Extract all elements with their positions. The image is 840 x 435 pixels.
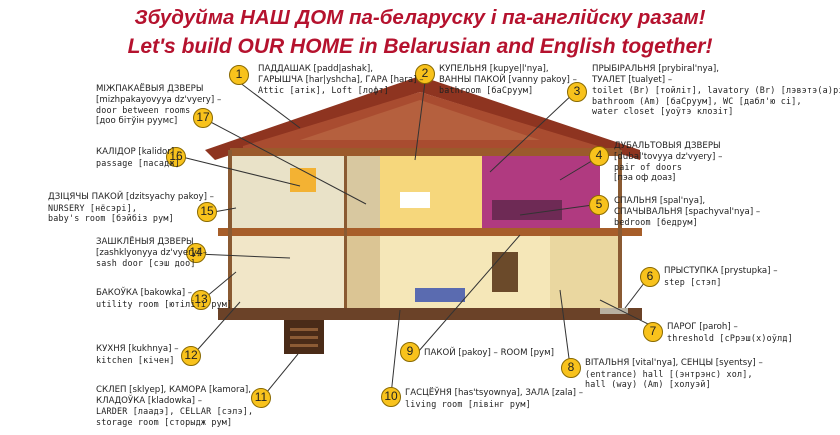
label-living-room: ГАСЦЁЎНЯ [has'tsyownya], ЗАЛА [zala] – l… <box>405 388 583 409</box>
hall-room <box>344 236 380 308</box>
label-bathroom: КУПЕЛЬНЯ [kupye|l'nya], ВАННЫ ПАКОЙ [van… <box>439 64 577 96</box>
bathroom-room <box>380 156 482 228</box>
label-door-between-rooms: МІЖПАКАЁВЫЯ ДЗВЕРЫ [mizhpakayovyya dz'vy… <box>96 84 222 126</box>
badge-14: 14 <box>186 243 206 263</box>
attic-floor <box>230 148 620 156</box>
label-step: ПРЫСТУПКА [prystupka] – step [стэп] <box>664 266 778 287</box>
title-english: Let's build OUR HOME in Belarusian and E… <box>127 35 713 58</box>
badge-1: 1 <box>229 65 249 85</box>
badge-3: 3 <box>567 82 587 102</box>
label-pair-of-doors: ДУБАЛЬТОВЫЯ ДЗВЕРЫ [dubal'tovyya dz'vyer… <box>614 141 723 183</box>
nursery-room <box>232 156 344 228</box>
badge-4: 4 <box>589 146 609 166</box>
label-cellar: СКЛЕП [sklyep], КАМОРА [kamora], КЛАДОЎК… <box>96 385 254 427</box>
badge-10: 10 <box>381 387 401 407</box>
house-base <box>218 308 642 320</box>
badge-11: 11 <box>251 388 271 408</box>
label-utility-room: БАКОЎКА [bakowka] – utility room [ютіліт… <box>96 288 233 309</box>
label-attic: ПАДДАШАК [padd|ashak], ГАРЫШЧА [har|yshc… <box>258 64 424 96</box>
label-hall: ВІТАЛЬНЯ [vital'nya], СЕНЦЫ [syentsy] – … <box>585 358 763 390</box>
badge-5: 5 <box>589 195 609 215</box>
badge-8: 8 <box>561 358 581 378</box>
label-threshold: ПАРОГ [paroh] – threshold [сPрэш(х)оўлд] <box>667 322 793 343</box>
label-toilet: ПРЫБІРАЛЬНЯ [prybiral'nya], ТУАЛЕТ [tual… <box>592 64 840 117</box>
badge-9: 9 <box>400 342 420 362</box>
badge-13: 13 <box>191 290 211 310</box>
floor-beam <box>218 228 642 236</box>
badge-12: 12 <box>181 346 201 366</box>
entrance-step <box>600 308 628 314</box>
badge-6: 6 <box>640 267 660 287</box>
label-kitchen: КУХНЯ [kukhnya] – kitchen [кічен] <box>96 344 179 365</box>
passage-room <box>344 156 380 228</box>
kitchen-room <box>232 236 344 308</box>
badge-17: 17 <box>193 108 213 128</box>
badge-7: 7 <box>643 322 663 342</box>
label-room: ПАКОЙ [pakoy] – ROOM [рум] <box>424 348 554 358</box>
label-passage: КАЛІДОР [kalidor] – passage [пасадж] <box>96 147 182 168</box>
label-bedroom: СПАЛЬНЯ [spal'nya], СПАЧЫВАЛЬНЯ [spachyv… <box>614 196 761 228</box>
title-belarusian: Збудуйма НАШ ДОМ па-беларуску і па-англі… <box>134 6 706 29</box>
label-nursery: ДЗІЦЯЧЫ ПАКОЙ [dzitsyachy pakoy] – NURSE… <box>48 192 214 224</box>
label-sash-door: ЗАШКЛЁНЫЯ ДЗВЕРЫ [zashklyonyya dz'vyery]… <box>96 237 208 269</box>
badge-15: 15 <box>197 202 217 222</box>
badge-16: 16 <box>166 147 186 167</box>
badge-2: 2 <box>415 64 435 84</box>
entrance-room <box>550 236 620 308</box>
